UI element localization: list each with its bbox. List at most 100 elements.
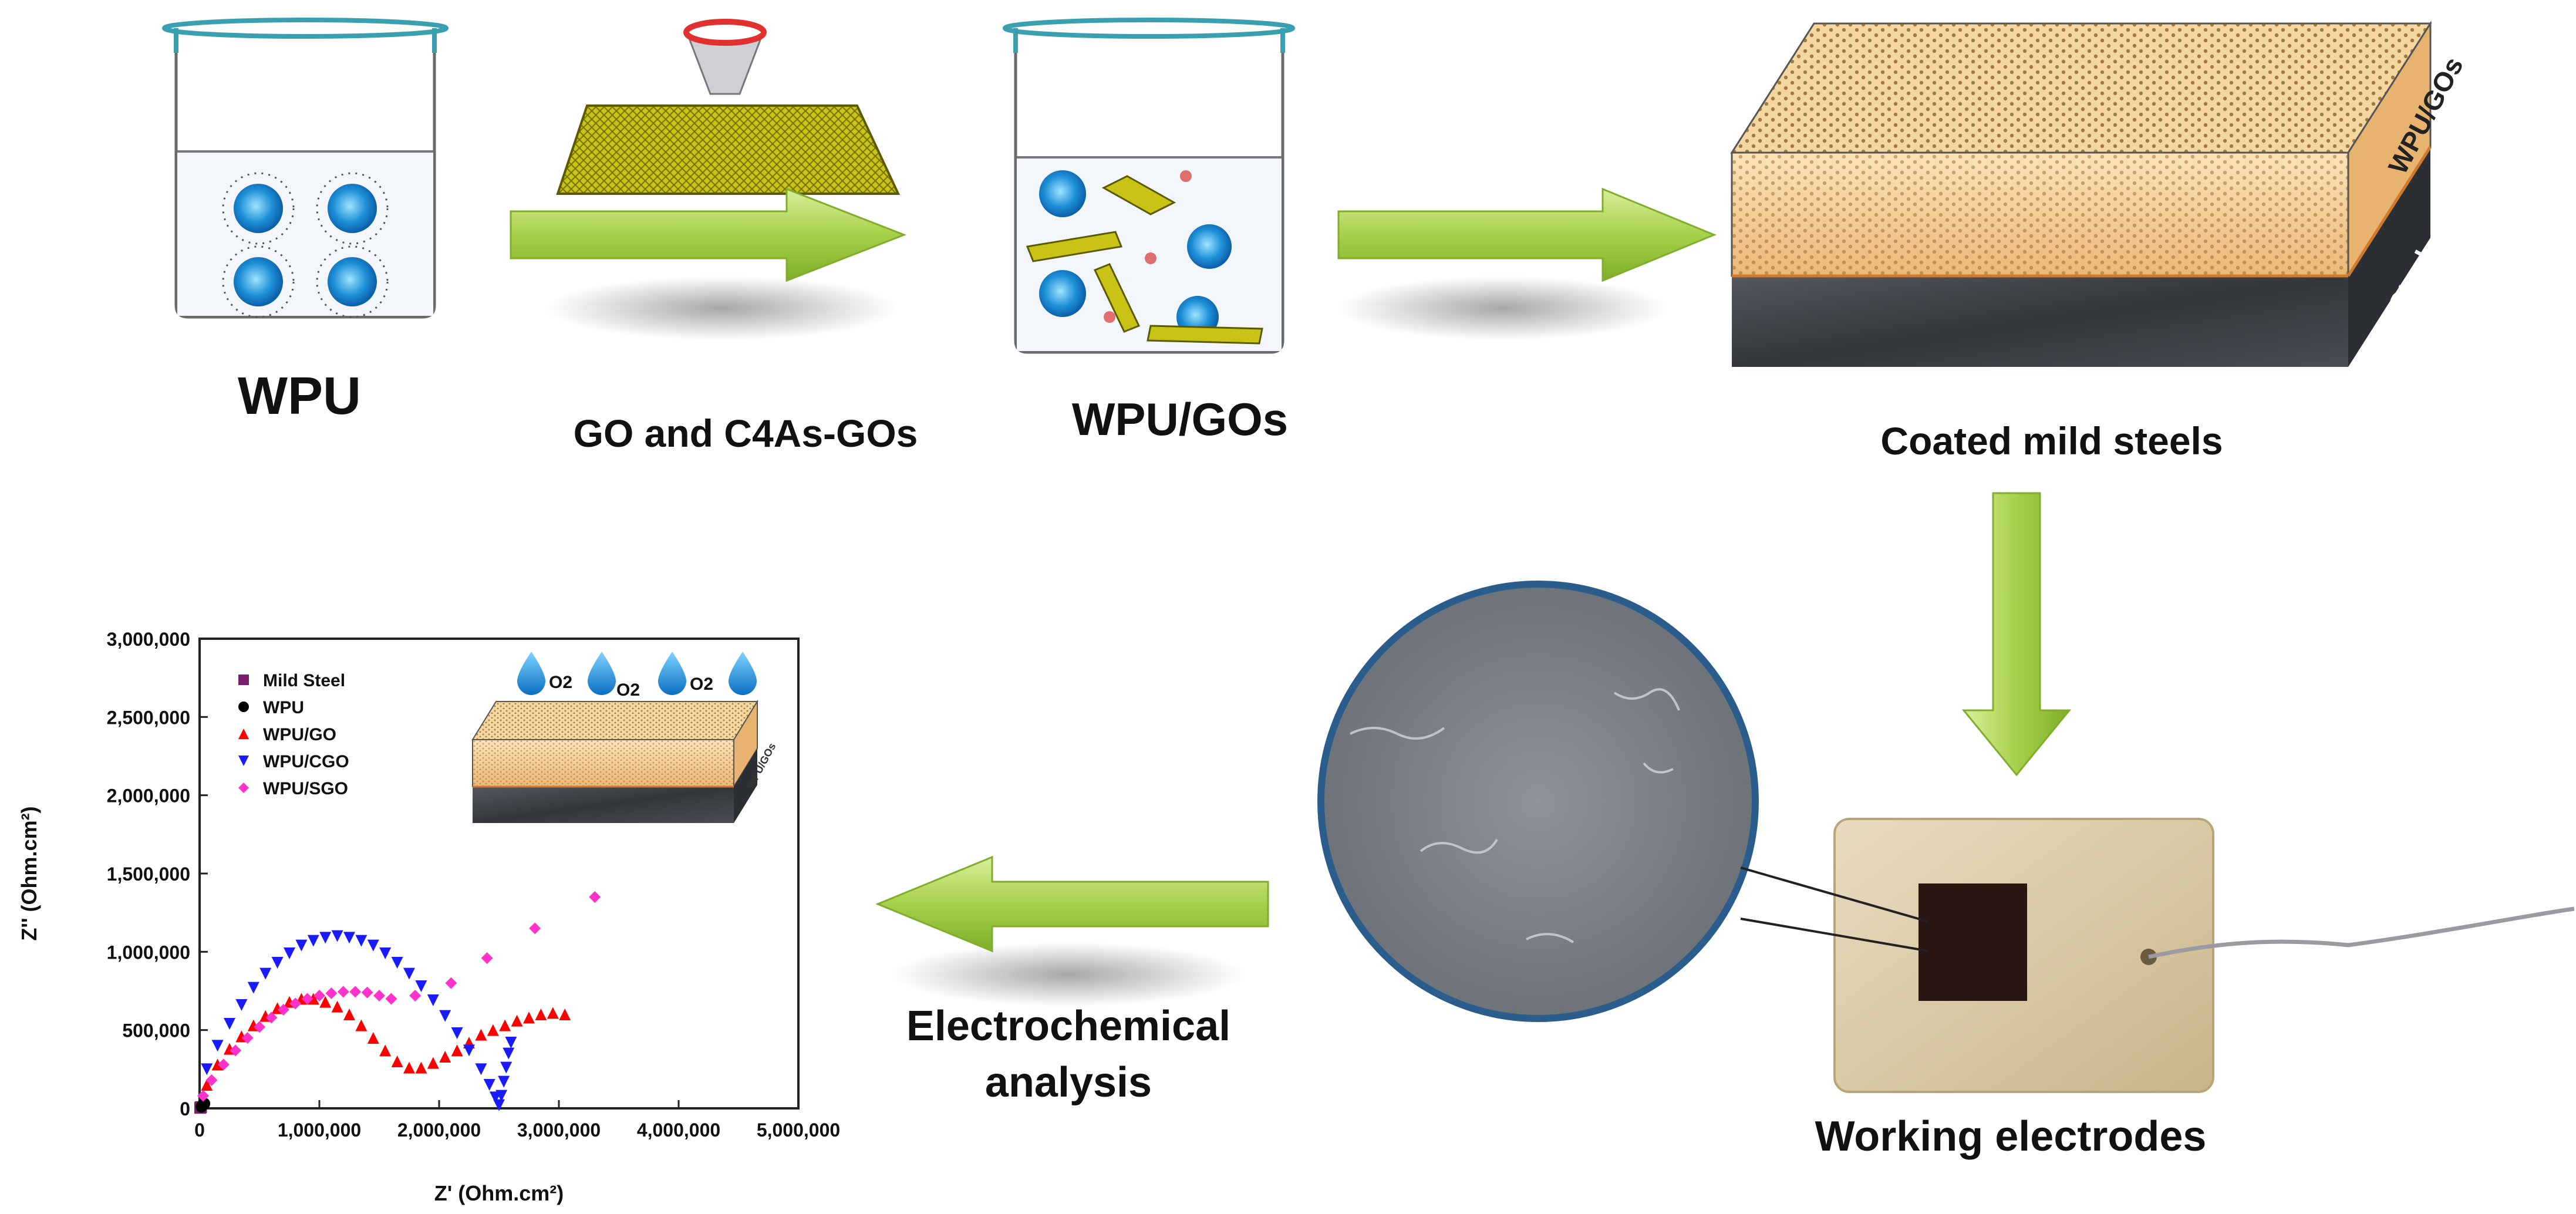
data-point <box>201 1079 213 1091</box>
y-tick-label: 1,500,000 <box>107 864 190 885</box>
label-working-electrodes: Working electrodes <box>1815 1113 2207 1160</box>
legend-marker <box>238 702 249 712</box>
data-point <box>451 1044 463 1057</box>
data-point <box>493 1099 505 1111</box>
legend-label: WPU/GO <box>263 725 336 744</box>
beaker-wpu-gos <box>1003 18 1295 354</box>
data-point <box>331 1000 343 1013</box>
data-point <box>241 1032 254 1044</box>
legend-label: WPU/CGO <box>263 752 349 771</box>
data-point <box>589 891 601 903</box>
data-point <box>337 986 349 998</box>
wpu-micelle-icon <box>222 172 389 318</box>
data-point <box>475 1063 487 1075</box>
data-point <box>259 967 272 980</box>
data-point <box>379 1044 392 1057</box>
x-tick-label: 1,000,000 <box>278 1119 361 1141</box>
y-tick-label: 1,000,000 <box>107 942 190 963</box>
arrow-left <box>875 855 1269 1007</box>
y-axis-title: Z'' (Ohm.cm²) <box>17 806 41 940</box>
y-tick-label: 0 <box>180 1098 190 1119</box>
inset-coating-block <box>471 699 758 823</box>
data-point <box>331 930 343 942</box>
data-point <box>224 1018 235 1030</box>
data-point <box>247 982 259 994</box>
y-tick-label: 3,000,000 <box>107 629 190 650</box>
nyquist-chart: 0500,0001,000,0001,500,0002,000,0002,500… <box>17 629 840 1205</box>
data-point <box>198 1098 211 1110</box>
data-point <box>211 1040 224 1052</box>
data-point <box>301 993 313 1005</box>
data-point <box>487 1024 499 1036</box>
data-point <box>295 939 308 952</box>
data-point <box>409 990 422 1001</box>
oxygen-label-1: O2 <box>549 673 572 692</box>
data-point <box>349 986 362 998</box>
cone-icon <box>683 19 767 95</box>
data-point <box>379 947 392 959</box>
x-axis-title: Z' (Ohm.cm²) <box>434 1181 564 1205</box>
legend-label: Mild Steel <box>263 671 345 690</box>
x-tick-label: 5,000,000 <box>757 1119 840 1141</box>
data-point <box>498 1075 510 1088</box>
data-point <box>415 1061 427 1074</box>
legend-label: WPU <box>263 698 304 717</box>
data-point <box>313 990 325 1001</box>
data-point <box>277 1004 289 1016</box>
label-electrochemical: Electrochemical <box>906 1003 1231 1050</box>
y-axis: 0500,0001,000,0001,500,0002,000,0002,500… <box>107 629 208 1119</box>
data-point <box>415 980 427 992</box>
data-point <box>373 990 385 1001</box>
data-point <box>503 1047 515 1060</box>
legend-marker <box>238 729 249 739</box>
data-point <box>481 952 493 964</box>
data-point <box>403 1061 415 1074</box>
arrow-2 <box>1337 187 1717 340</box>
oxygen-label-2: O2 <box>616 680 640 700</box>
data-point <box>391 957 403 969</box>
x-tick-label: 3,000,000 <box>517 1119 601 1141</box>
data-point <box>403 967 415 980</box>
label-wpu-gos: WPU/GOs <box>1071 393 1289 445</box>
data-point <box>495 1090 508 1102</box>
data-point <box>355 1019 367 1031</box>
label-go-c4as-gos: GO and C4As-GOs <box>573 412 918 455</box>
data-point <box>367 939 379 952</box>
data-point <box>307 993 319 1005</box>
data-point <box>475 1028 487 1041</box>
data-point <box>511 1014 523 1027</box>
plot-series <box>194 891 601 1114</box>
data-point <box>325 987 338 999</box>
data-point <box>211 1058 224 1071</box>
data-point <box>265 1011 278 1024</box>
data-point <box>307 935 319 947</box>
legend-marker <box>238 675 249 685</box>
data-point <box>319 932 332 944</box>
label-coated-mild-steels: Coated mild steels <box>1880 419 2223 463</box>
series-wpu <box>195 1098 211 1113</box>
legend-marker <box>238 783 249 793</box>
label-analysis: analysis <box>984 1059 1152 1106</box>
data-point <box>451 1027 463 1039</box>
data-point <box>205 1074 218 1086</box>
data-point <box>343 932 355 944</box>
x-tick-label: 0 <box>194 1119 205 1141</box>
data-point <box>505 1037 517 1048</box>
data-point <box>355 935 367 947</box>
data-point <box>391 1055 403 1067</box>
data-point <box>535 1009 547 1020</box>
data-point <box>500 1061 512 1074</box>
data-point <box>343 1009 355 1020</box>
data-point <box>445 977 457 989</box>
oxygen-label-3: O2 <box>690 675 713 694</box>
series-wpu-cgo <box>201 930 517 1111</box>
data-point <box>427 994 439 1006</box>
data-point <box>427 1057 439 1069</box>
y-tick-label: 2,500,000 <box>107 707 190 728</box>
legend-label: WPU/SGO <box>263 779 348 798</box>
data-point <box>559 1009 571 1020</box>
data-point <box>235 999 248 1011</box>
